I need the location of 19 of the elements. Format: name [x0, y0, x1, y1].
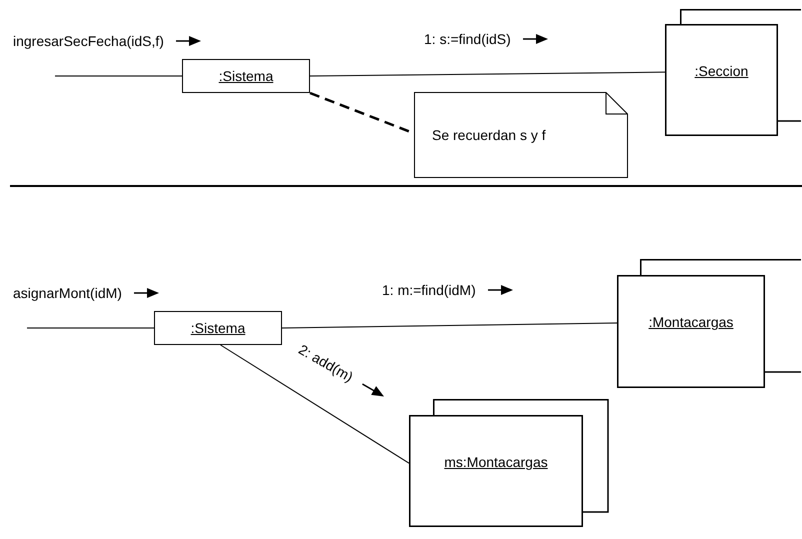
object-box [182, 59, 310, 93]
object-box [154, 311, 282, 345]
message-label: asignarMont(idM) [13, 285, 122, 301]
note [414, 92, 628, 178]
link-line [310, 72, 666, 76]
message-label: ingresarSecFecha(idS,f) [13, 33, 164, 49]
object-name: :Montacargas [648, 314, 734, 330]
link-line [220, 344, 410, 464]
object-name: :Sistema [218, 68, 274, 84]
multi-object-box [409, 399, 609, 528]
multi-object-box [617, 259, 801, 389]
object-name: ms:Montacargas [443, 454, 549, 470]
message-label: 1: m:=find(idM) [382, 282, 476, 298]
multi-object-box [665, 9, 801, 137]
object-name: :Seccion [694, 63, 750, 79]
object-name: :Sistema [190, 320, 246, 336]
message-label: 1: s:=find(idS) [424, 31, 511, 47]
link-line [282, 322, 618, 328]
note-text: Se recuerdan s y f [432, 127, 546, 143]
